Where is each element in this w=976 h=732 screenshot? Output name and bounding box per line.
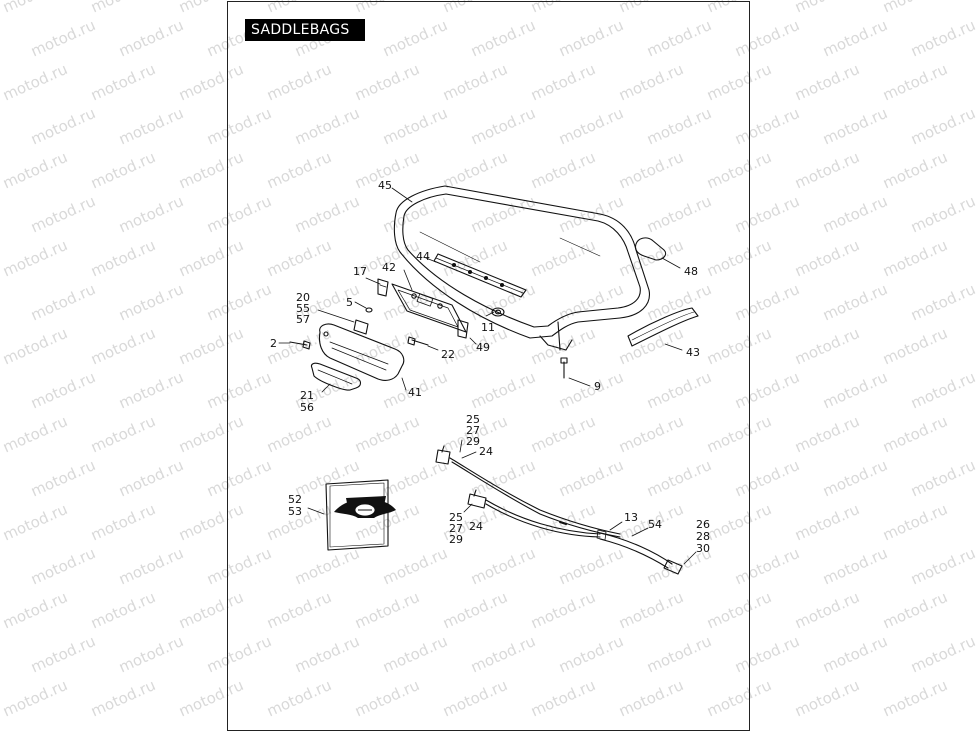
- trim-43: [627, 307, 699, 347]
- harley-emblem-icon: [334, 496, 396, 518]
- callout-30: 30: [696, 542, 710, 555]
- bolt-9: [560, 357, 568, 379]
- callout-28: 28: [696, 530, 710, 543]
- callout-2: 2: [270, 337, 277, 350]
- callout-9: 9: [594, 380, 601, 393]
- callout-44: 44: [416, 250, 430, 263]
- screw-2: [289, 340, 311, 350]
- saddlebag-lid: [393, 185, 650, 351]
- callout-25: 25: [449, 511, 463, 524]
- callout-54: 54: [648, 518, 662, 531]
- callout-24: 24: [479, 445, 493, 458]
- screw-22: [407, 336, 429, 346]
- latch-plate: [391, 283, 467, 333]
- callout-5: 5: [346, 296, 353, 309]
- trim-strip: [310, 362, 362, 391]
- callout-22: 22: [441, 348, 455, 361]
- callout-42: 42: [382, 261, 396, 274]
- callout-52: 52: [288, 493, 302, 506]
- latch-49: [457, 319, 469, 339]
- callout-20: 20: [296, 291, 310, 304]
- callout-26: 26: [696, 518, 710, 531]
- callout-29: 29: [449, 533, 463, 546]
- handle-bezel: [318, 323, 405, 381]
- latch-17: [377, 278, 389, 297]
- callout-17: 17: [353, 265, 367, 278]
- hinge-strip: [433, 253, 527, 298]
- callout-24: 24: [469, 520, 483, 533]
- callout-57: 57: [296, 313, 310, 326]
- callout-53: 53: [288, 505, 302, 518]
- callout-43: 43: [686, 346, 700, 359]
- callout-56: 56: [300, 401, 314, 414]
- diagram-frame: [227, 1, 750, 731]
- nut-11: [491, 307, 505, 317]
- wiring-harness: [435, 445, 683, 575]
- bushing-5: [365, 307, 373, 313]
- block-20: [353, 319, 369, 335]
- callout-55: 55: [296, 302, 310, 315]
- callout-45: 45: [378, 179, 392, 192]
- callout-48: 48: [684, 265, 698, 278]
- callout-29: 29: [466, 435, 480, 448]
- callout-21: 21: [300, 389, 314, 402]
- cover-48: [634, 237, 667, 261]
- callout-13: 13: [624, 511, 638, 524]
- page-title: SADDLEBAGS: [245, 19, 365, 41]
- instruction-card: [325, 479, 389, 551]
- callout-25: 25: [466, 413, 480, 426]
- callout-41: 41: [408, 386, 422, 399]
- callout-27: 27: [449, 522, 463, 535]
- callout-49: 49: [476, 341, 490, 354]
- callout-27: 27: [466, 424, 480, 437]
- callout-11: 11: [481, 321, 495, 334]
